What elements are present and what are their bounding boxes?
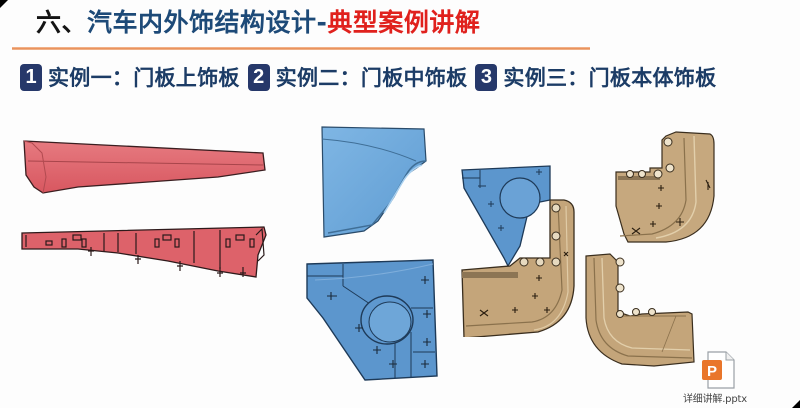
case-number-badge: 2 [247, 63, 270, 91]
upper-trim-back-image [21, 226, 267, 278]
powerpoint-file-icon[interactable]: P [700, 350, 736, 390]
case-item-3: 3 实例三：门板本体饰板 [475, 62, 716, 92]
middle-trim-front-image [321, 126, 427, 238]
title-accent: 典型案例讲解 [327, 8, 481, 37]
file-icon-letter: P [707, 363, 717, 380]
window-corner-marker [792, 400, 800, 408]
case-label: 实例三：门板本体饰板 [503, 66, 717, 90]
window-corner-marker [0, 0, 8, 8]
case-item-2: 2 实例二：门板中饰板 [247, 62, 468, 92]
body-trim-back-image [615, 131, 715, 243]
title-prefix: 六、 [36, 8, 88, 37]
middle-trim-back-image [306, 259, 438, 381]
body-trim-front-image [585, 253, 695, 367]
case-list: 1 实例一：门板上饰板 2 实例二：门板中饰板 3 实例三：门板本体饰板 [20, 62, 724, 92]
assembly-trim-image [461, 165, 575, 337]
title-divider [12, 47, 590, 50]
upper-trim-front-image [23, 140, 266, 194]
case-number-badge: 3 [475, 63, 498, 91]
file-name-label[interactable]: 详细讲解.pptx [683, 394, 747, 405]
case-item-1: 1 实例一：门板上饰板 [20, 62, 240, 92]
case-number-badge: 1 [20, 63, 42, 91]
case-label: 实例二：门板中饰板 [275, 66, 468, 90]
page-title: 六、汽车内外饰结构设计-典型案例讲解 [36, 8, 480, 38]
case-label: 实例一：门板上饰板 [48, 66, 240, 90]
title-main: 汽车内外饰结构设计- [87, 8, 328, 37]
